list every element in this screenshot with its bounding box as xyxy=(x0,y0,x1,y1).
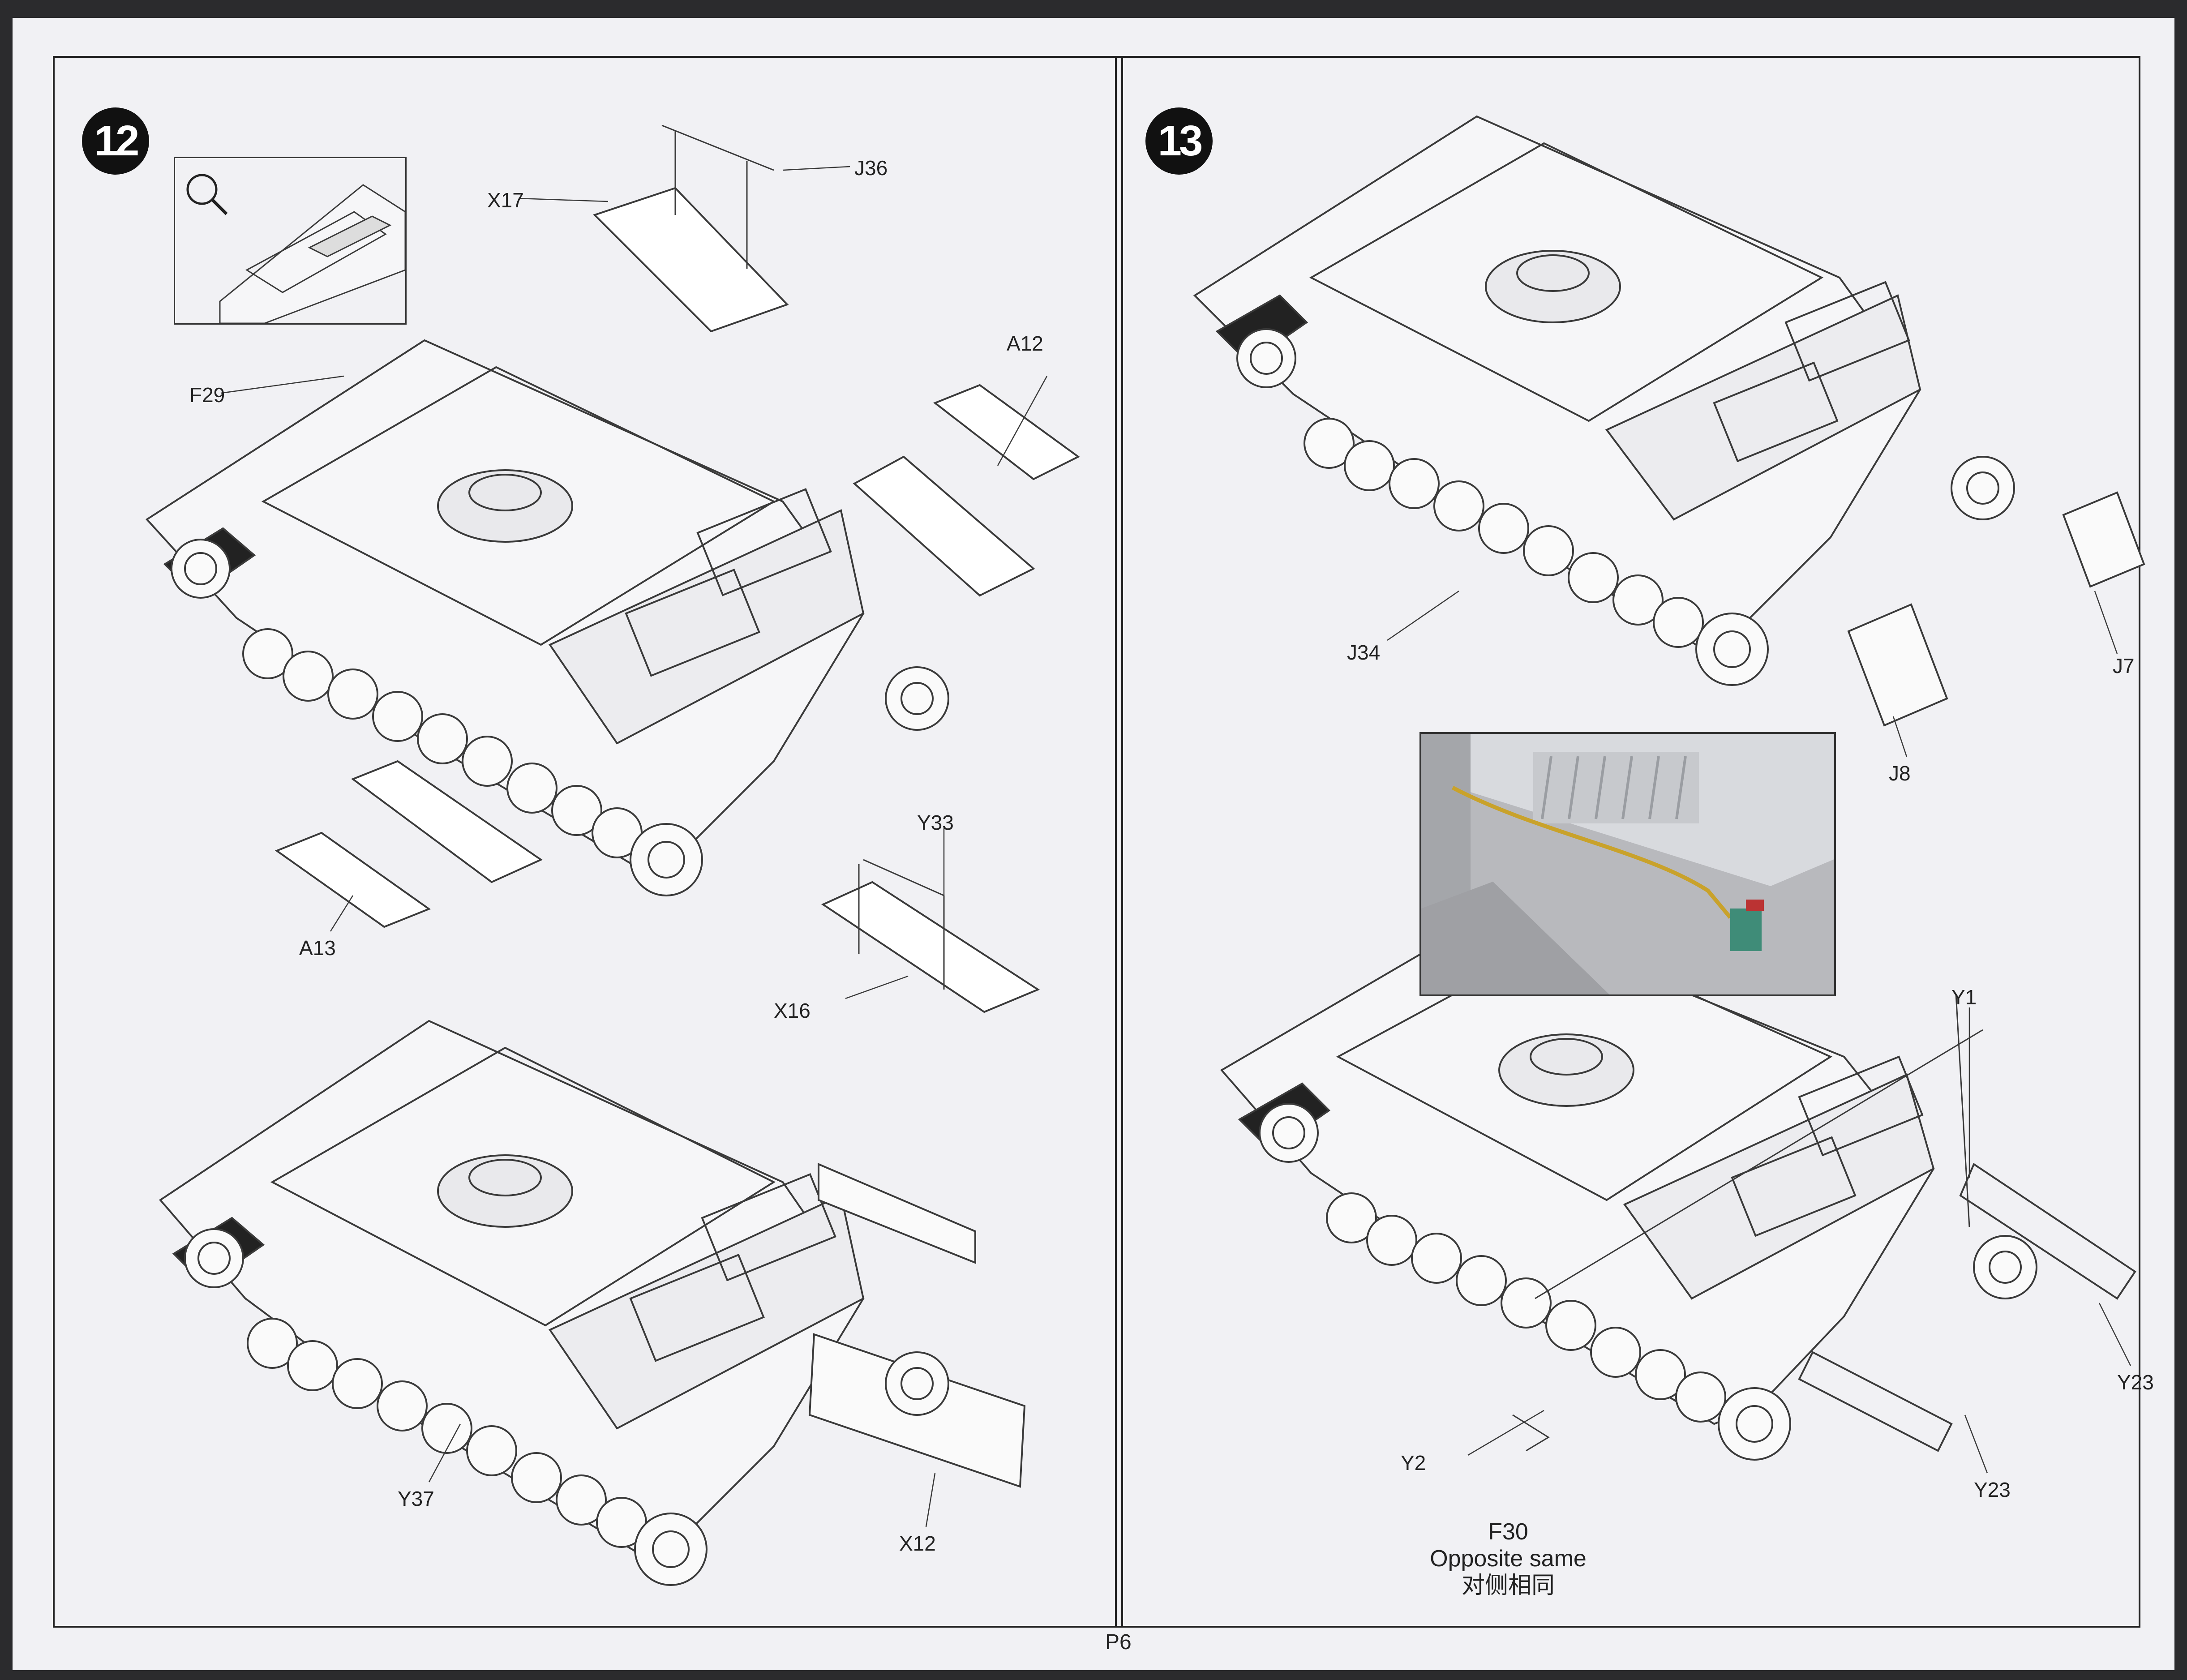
hull-step13-top xyxy=(1193,115,2145,727)
part-label-x17: X17 xyxy=(487,189,524,212)
detail-zoom-inset xyxy=(174,157,407,325)
part-label-j34: J34 xyxy=(1347,641,1381,664)
hull-step12-bottom xyxy=(159,1020,1026,1555)
part-label-y33: Y33 xyxy=(917,811,954,834)
step-13-panel xyxy=(1115,56,2140,1628)
part-label-y23: Y23 xyxy=(2117,1371,2154,1394)
part-label-y1: Y1 xyxy=(1951,986,1977,1009)
hull-step12-top xyxy=(145,339,865,870)
part-label-x12: X12 xyxy=(899,1532,936,1555)
magnifier-icon xyxy=(186,174,406,324)
page-number: P6 xyxy=(1105,1630,1132,1654)
part-label-x16: X16 xyxy=(774,999,810,1022)
part-label-a13: A13 xyxy=(299,936,336,960)
roadwheels-step12-bottom xyxy=(184,1228,949,1586)
part-label-y23: Y23 xyxy=(1974,1478,2011,1501)
assembly-line-art xyxy=(145,115,2145,1586)
part-label-a12: A12 xyxy=(1007,332,1043,355)
grille-plates-step12 xyxy=(274,187,1080,1013)
part-label-y37: Y37 xyxy=(398,1487,434,1510)
roadwheels-step13-bottom xyxy=(1259,1103,2037,1461)
opposite-side-note: Opposite same xyxy=(1430,1546,1587,1572)
step-number-badge: 13 xyxy=(1145,107,1213,175)
opposite-side-note-chinese: 对侧相同 xyxy=(1461,1573,1555,1599)
part-label-f30: F30 xyxy=(1488,1519,1528,1545)
part-label-f29: F29 xyxy=(189,383,225,407)
part-label-j7: J7 xyxy=(2113,654,2135,677)
manual-page: 12 13 xyxy=(13,18,2174,1670)
step-number-badge: 12 xyxy=(82,107,149,175)
reference-photo-inset xyxy=(1419,732,1836,996)
part-label-j36: J36 xyxy=(854,156,888,180)
part-label-y2: Y2 xyxy=(1401,1451,1426,1474)
part-label-j8: J8 xyxy=(1889,762,1911,785)
step-12-panel xyxy=(53,56,1123,1628)
reference-photo xyxy=(1421,734,1834,994)
roadwheels-step12-top xyxy=(171,539,949,896)
roadwheels-step13-top xyxy=(1236,328,2015,686)
leader-lines xyxy=(220,166,2131,1527)
